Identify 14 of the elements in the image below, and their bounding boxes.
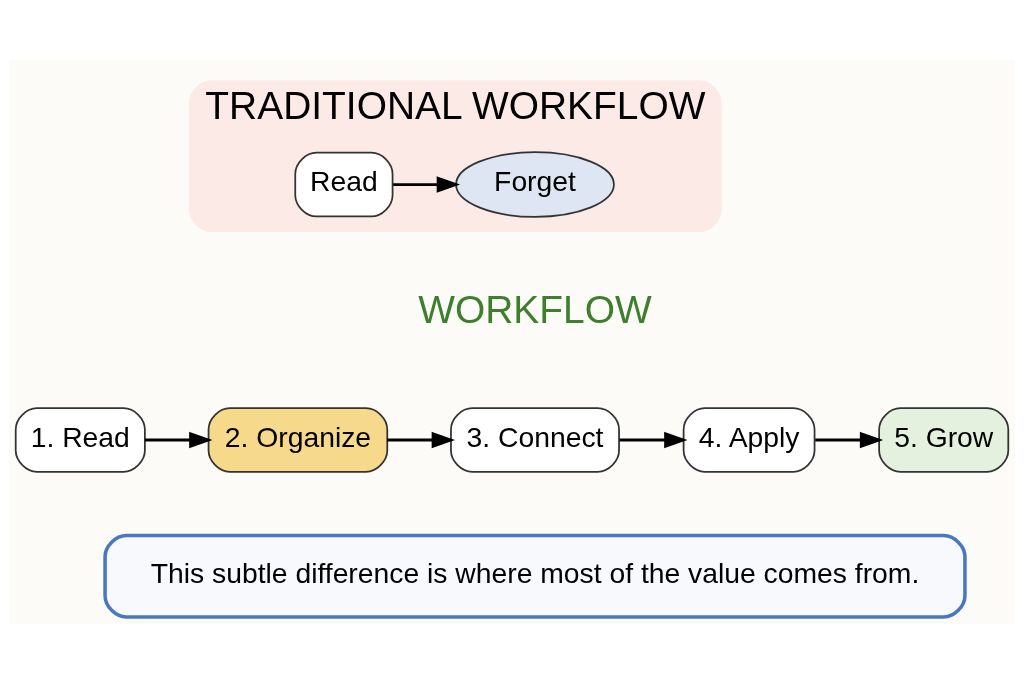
node-box: 5. Grow bbox=[878, 406, 1010, 473]
node-box: 1. Read bbox=[14, 406, 146, 473]
label: WORKFLOW bbox=[418, 287, 652, 331]
node-box: 2. Organize bbox=[207, 406, 389, 473]
node-box: 4. Apply bbox=[682, 406, 816, 473]
arrow bbox=[393, 175, 461, 193]
node-ellipse: Forget bbox=[455, 150, 615, 218]
node-box: This subtle difference is where most of the value comes from. bbox=[103, 533, 967, 619]
arrow bbox=[619, 431, 688, 448]
arrow bbox=[387, 431, 456, 448]
node-box: Read bbox=[294, 151, 394, 217]
arrow bbox=[144, 431, 213, 448]
arrow bbox=[815, 431, 884, 448]
node-box: 3. Connect bbox=[450, 406, 620, 473]
